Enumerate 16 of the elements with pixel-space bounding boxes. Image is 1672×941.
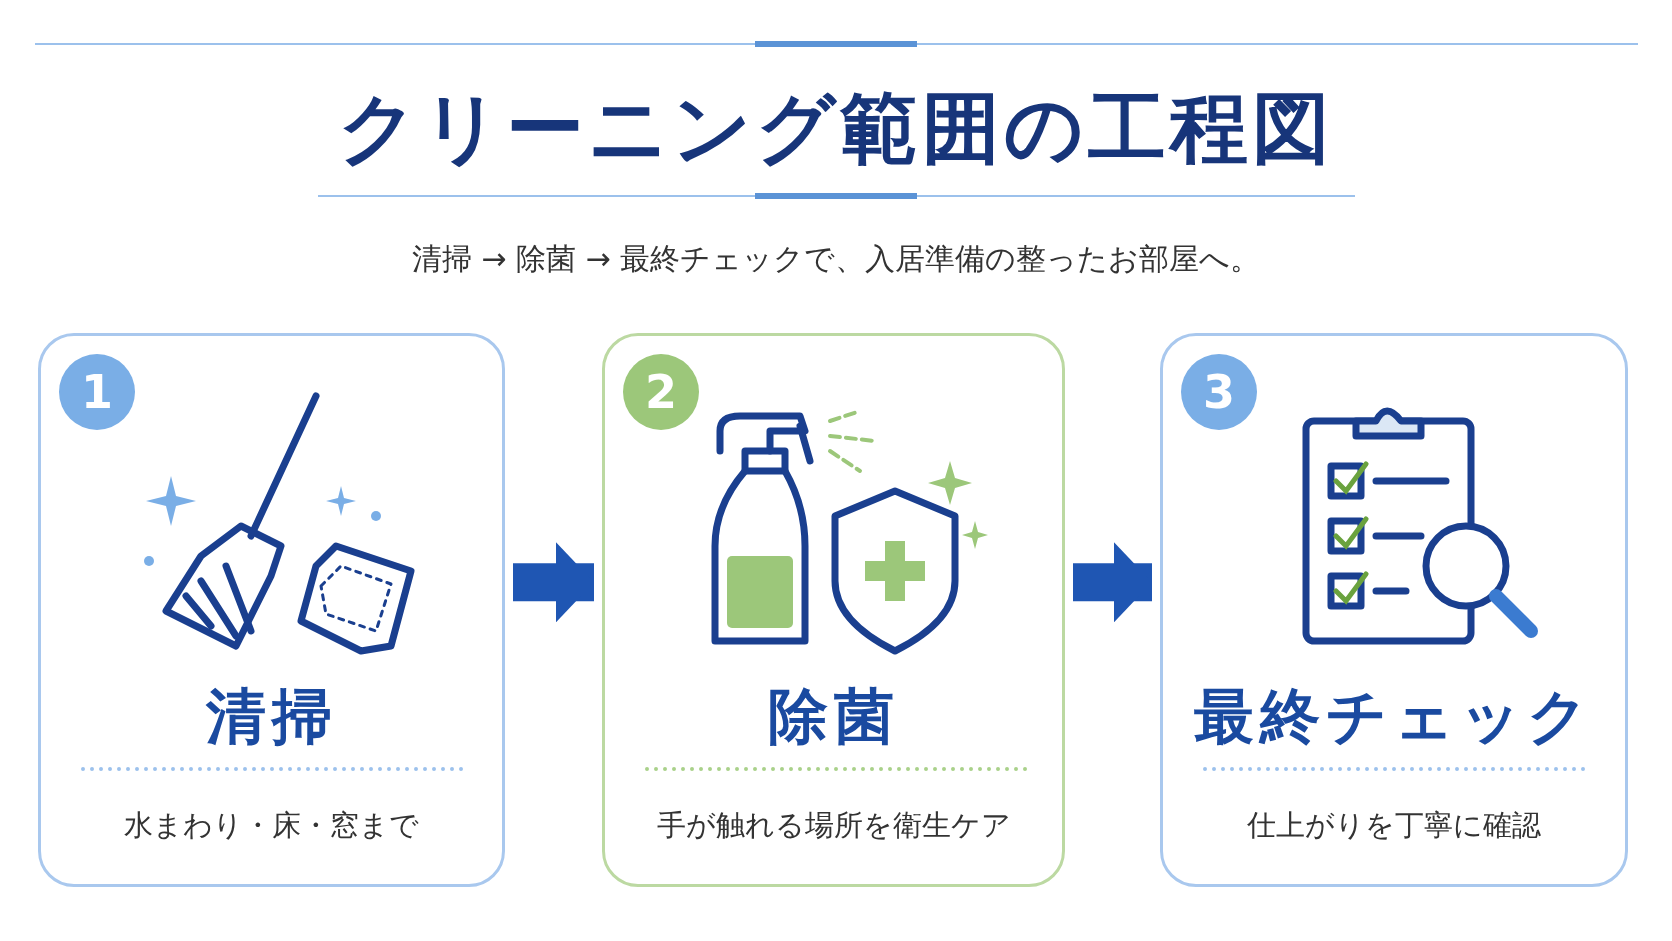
step-description: 仕上がりを丁寧に確認 xyxy=(1246,807,1542,844)
step-heading: 最終チェック xyxy=(1193,680,1595,753)
step-description: 水まわり・床・窓まで xyxy=(123,807,420,844)
step-number-badge: 2 xyxy=(623,354,699,430)
arrow xyxy=(1073,542,1152,623)
step-description: 手が触れる場所を衛生ケア xyxy=(655,807,1012,844)
step-number-badge: 1 xyxy=(59,354,135,430)
step-heading: 除菌 xyxy=(766,680,901,753)
step-card xyxy=(602,333,1065,887)
title: クリーニング範囲の工程図 xyxy=(337,82,1335,175)
step-number-badge: 3 xyxy=(1181,354,1257,430)
step-card xyxy=(1160,333,1628,887)
step-heading: 清掃 xyxy=(204,680,339,753)
subtitle: 清掃 → 除菌 → 最終チェックで、入居準備の整ったお部屋へ。 xyxy=(410,240,1262,278)
arrow xyxy=(513,542,594,623)
step-card xyxy=(38,333,505,887)
